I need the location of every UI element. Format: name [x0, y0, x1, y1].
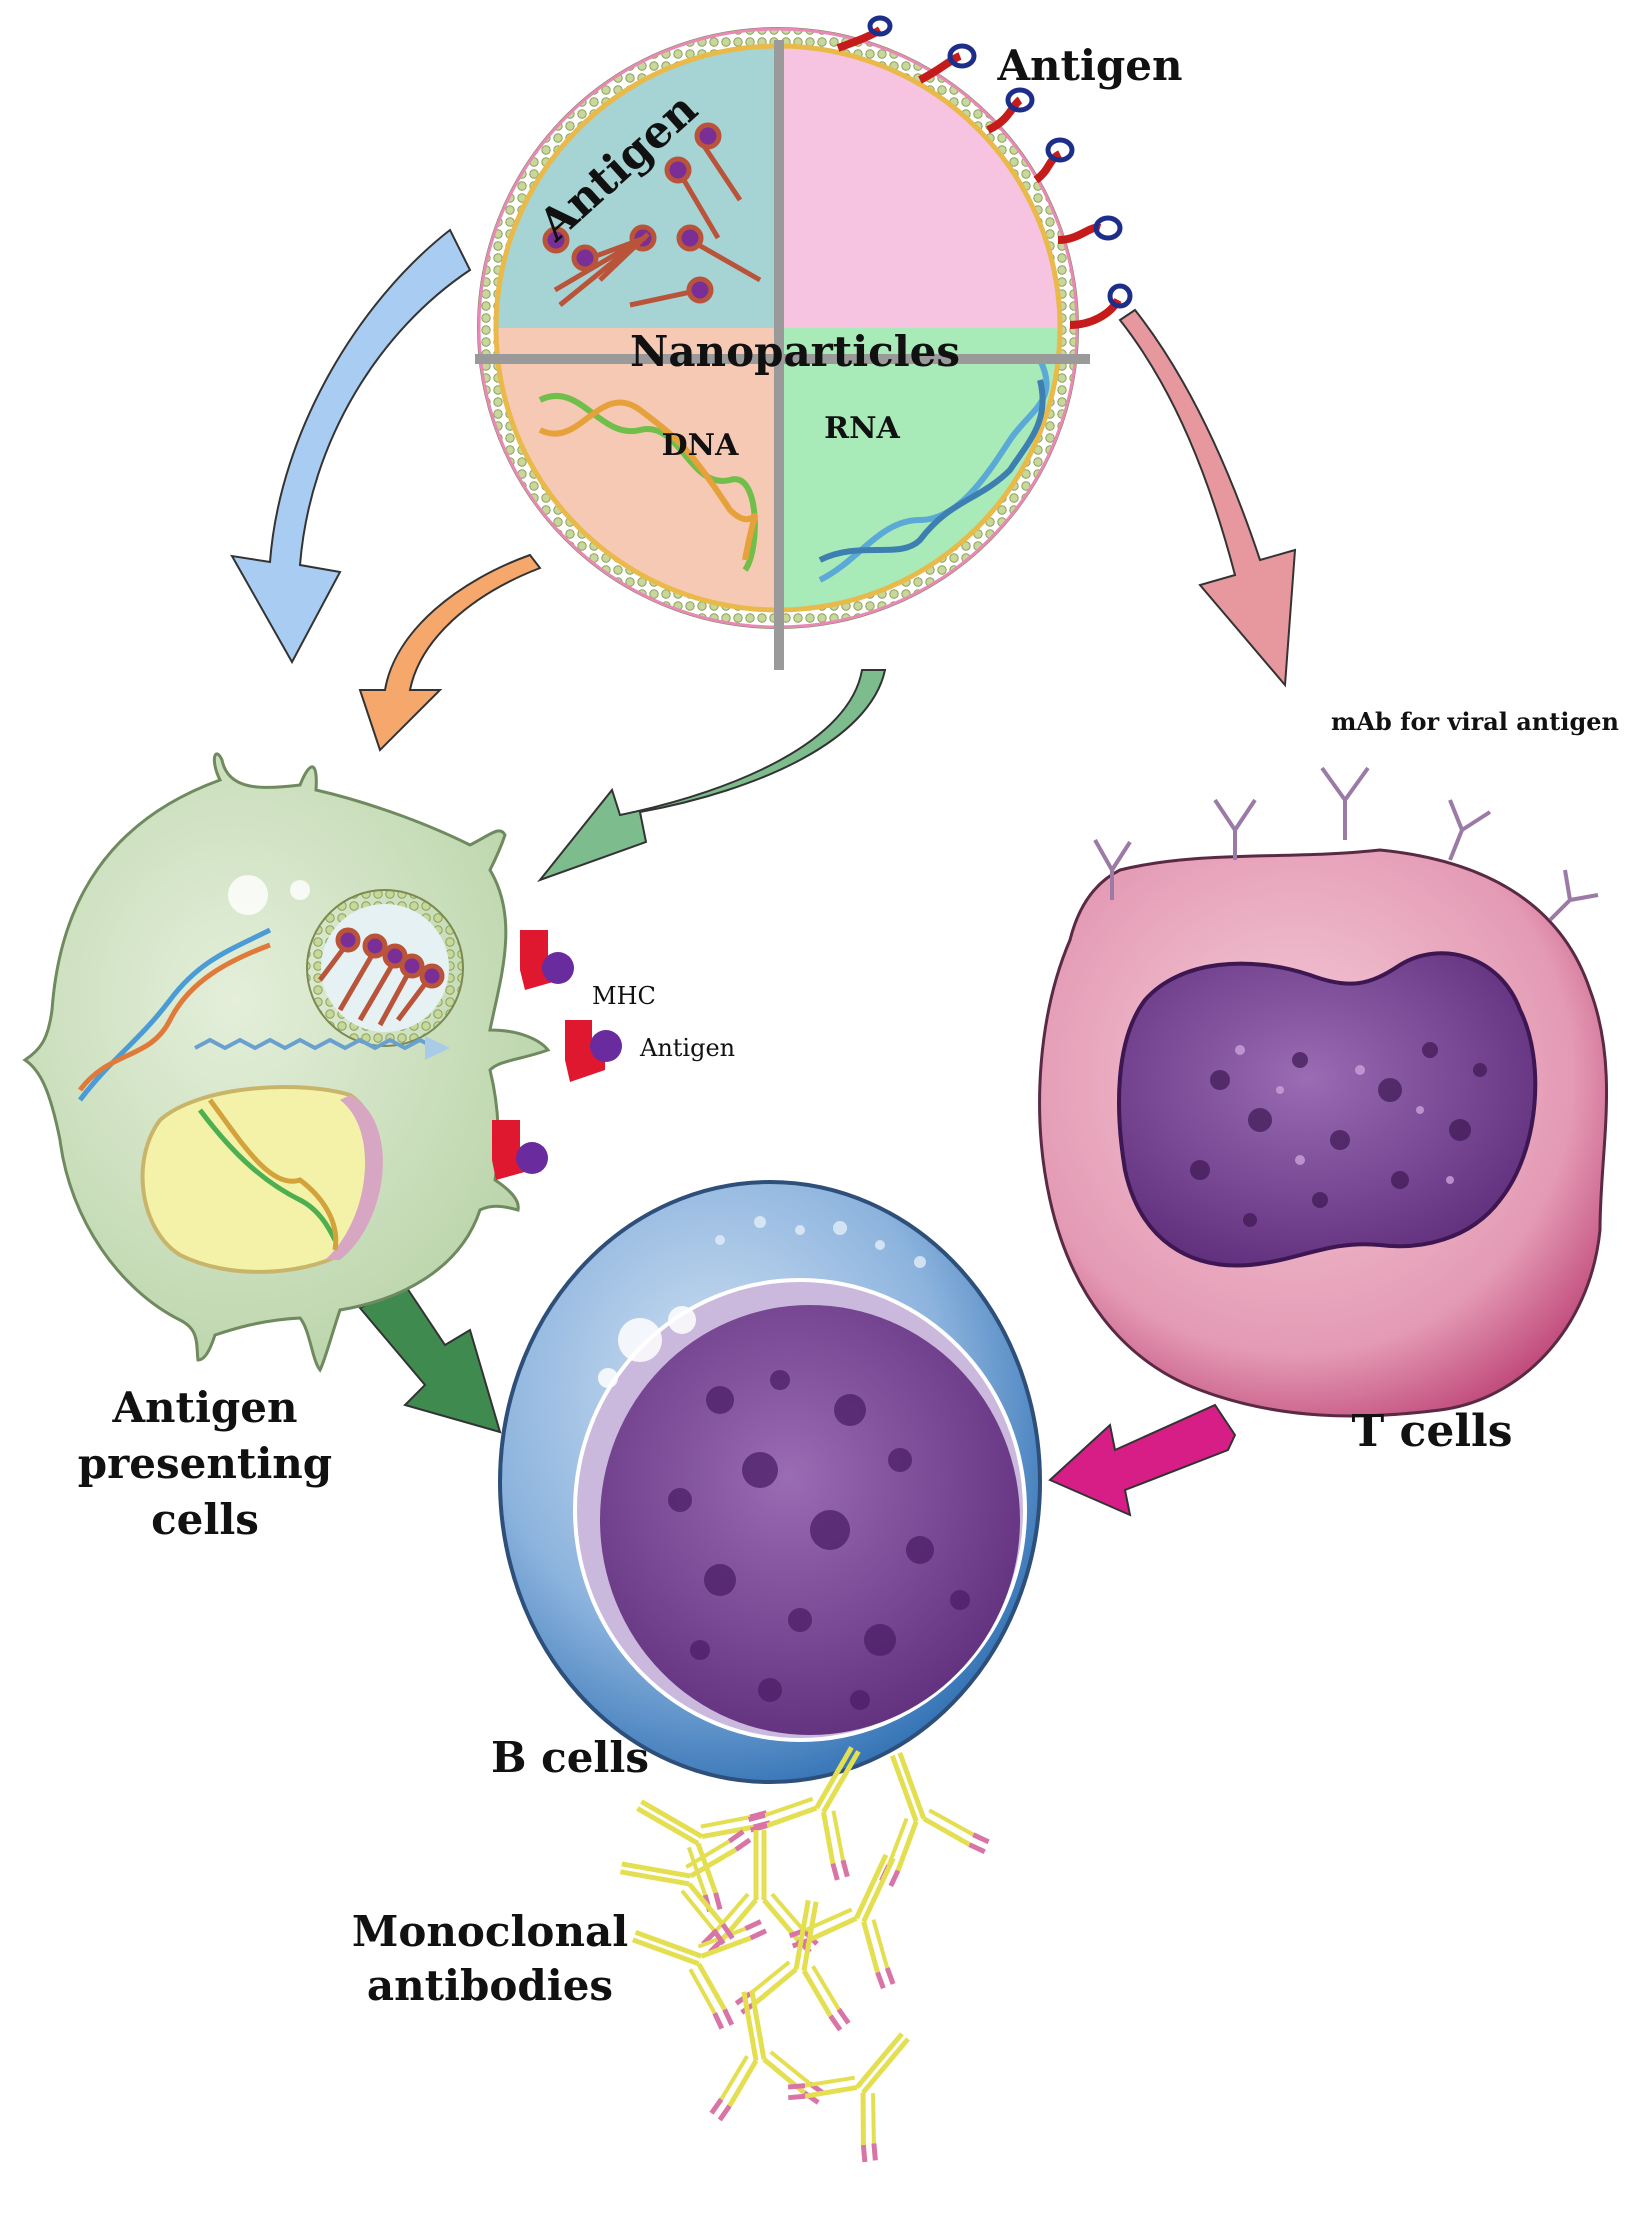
- b-cell-cytoplasm-spots: [715, 1216, 926, 1268]
- endosome: [306, 889, 464, 1047]
- mhc-receptor: [565, 1020, 622, 1082]
- dna-label: DNA: [662, 428, 739, 463]
- monoclonal-antibody: [747, 1746, 861, 1881]
- t-cell-surface-antibodies: [1093, 766, 1599, 922]
- mhc-label: MHC: [592, 982, 656, 1010]
- antigen-presenting-cell: [22, 752, 622, 1373]
- b-cells-label: B cells: [491, 1733, 649, 1782]
- b-cell-highlights: [598, 1306, 696, 1388]
- mhc-receptor: [492, 1120, 548, 1180]
- apc-label-line-1: Antigen: [111, 1383, 297, 1432]
- b-cell-nucleus-spots: [668, 1370, 970, 1710]
- antigen-mhc-label: Antigen: [639, 1034, 735, 1062]
- apc-label: Antigen presenting cells: [78, 1383, 332, 1544]
- monoclonal-label-line-2: antibodies: [367, 1961, 613, 2010]
- apc-label-line-2: presenting: [78, 1439, 332, 1488]
- arrow-green: [537, 669, 887, 883]
- nanoparticles-label: Nanoparticles: [630, 327, 960, 376]
- arrow-blue: [230, 228, 472, 665]
- rna-helix: [818, 358, 1050, 583]
- rna-label: RNA: [824, 411, 900, 446]
- monoclonal-label: Monoclonal antibodies: [352, 1907, 628, 2010]
- np-horizontal-divider: [475, 354, 1090, 364]
- apc-dna: [78, 927, 272, 1102]
- internal-antigens: [542, 122, 762, 308]
- b-cell: [498, 1180, 1042, 1784]
- monoclonal-antibody: [631, 1919, 768, 2030]
- apc-label-line-3: cells: [151, 1495, 259, 1544]
- dna-helix: [538, 392, 758, 572]
- arrow-magenta: [1048, 1403, 1237, 1517]
- apc-nucleus: [140, 1085, 383, 1274]
- t-cells-label: T cells: [1351, 1406, 1512, 1457]
- t-cell: [1038, 766, 1609, 1418]
- arrow-pink: [1118, 308, 1297, 688]
- monoclonal-antibody: [787, 2032, 910, 2163]
- monoclonal-antibodies-group: [619, 1746, 990, 2163]
- apc-mrna: [194, 1037, 436, 1051]
- monoclonal-antibody: [788, 1853, 896, 1990]
- external-antigens: [836, 15, 1133, 329]
- t-cell-nucleus-highlights: [1235, 1045, 1454, 1184]
- arrow-darkgreen: [358, 1283, 502, 1434]
- monoclonal-antibody: [619, 1829, 752, 1946]
- t-cell-nucleus-spots: [1190, 1042, 1487, 1227]
- monoclonal-label-line-1: Monoclonal: [352, 1907, 628, 1956]
- antigen-external-label: Antigen: [996, 41, 1182, 90]
- arrow-orange: [358, 553, 542, 752]
- mab-label: mAb for viral antigen: [1331, 707, 1619, 736]
- mhc-receptor: [520, 930, 574, 990]
- nanoparticle: [475, 15, 1133, 670]
